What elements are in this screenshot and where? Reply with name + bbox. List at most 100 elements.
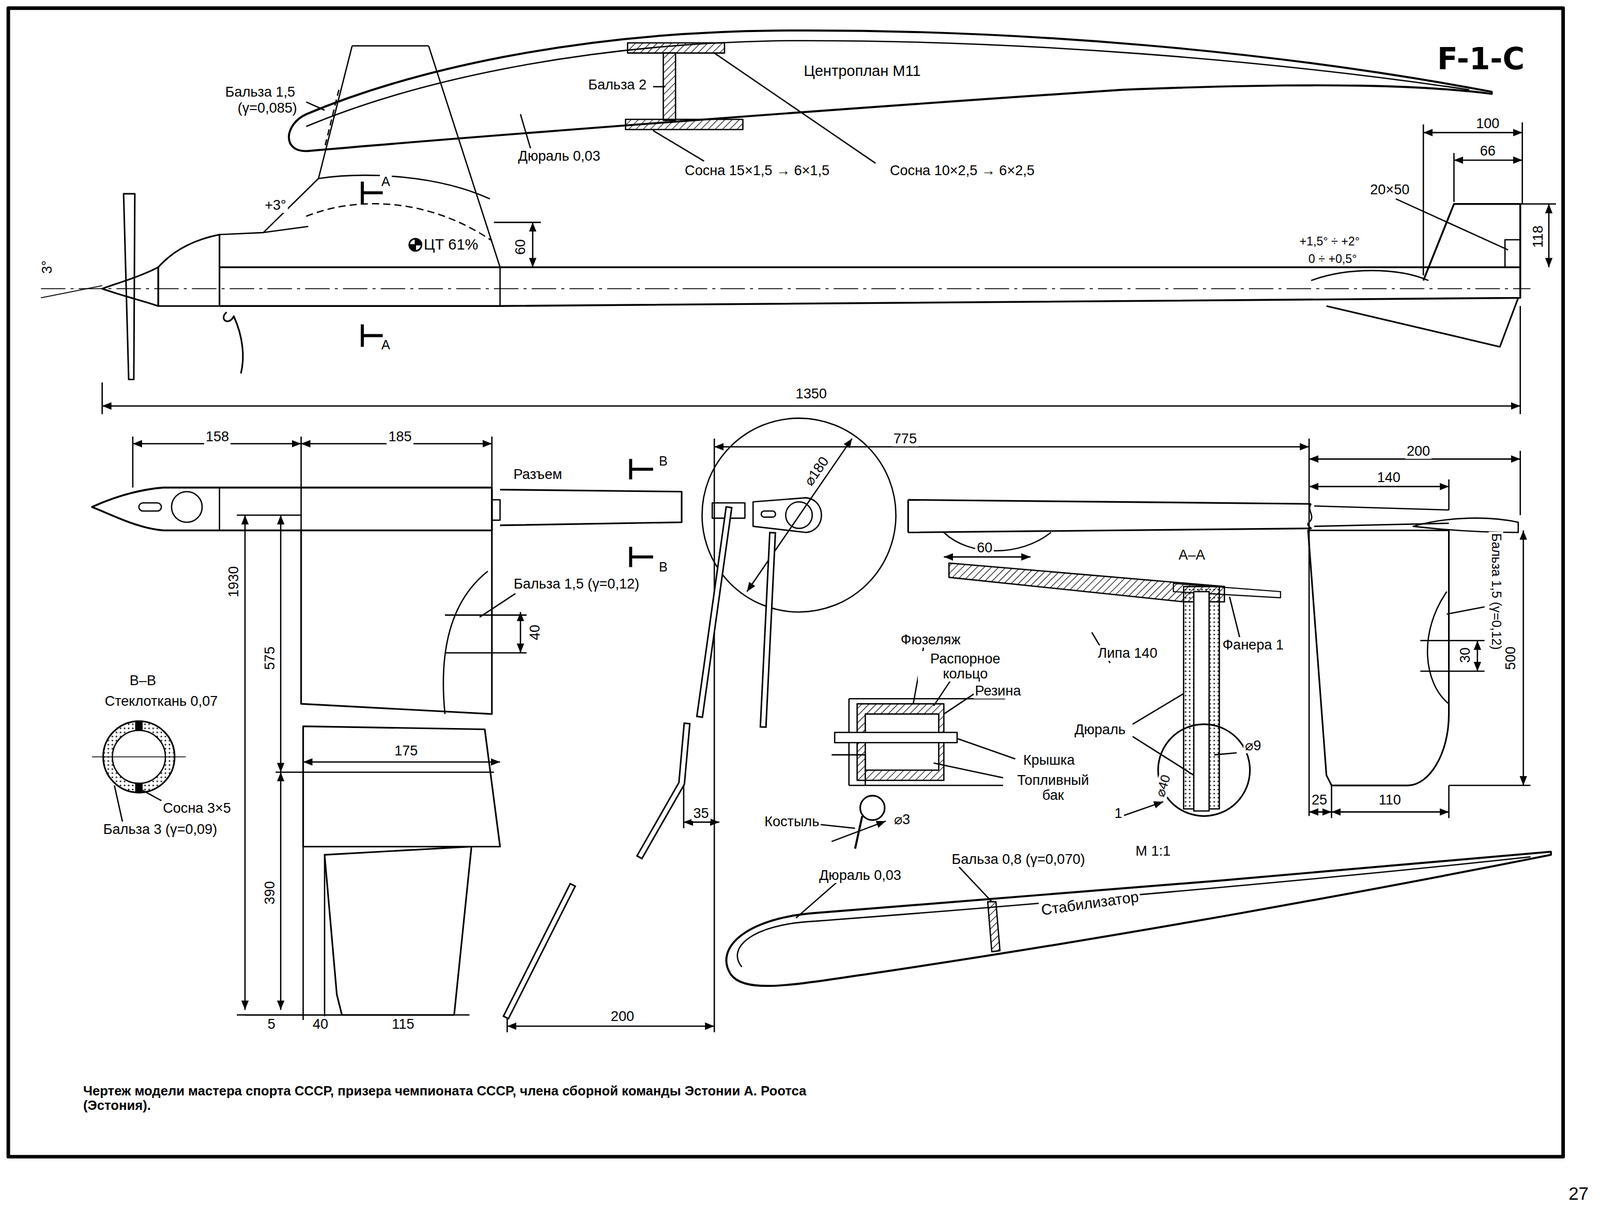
drawing-label: ЦТ 61% [422, 236, 480, 254]
drawing-label: В [657, 560, 670, 575]
drawing-label: 118 [1530, 223, 1546, 250]
joint-line [499, 267, 501, 306]
dim-line [943, 556, 1031, 559]
wing-fairing [943, 532, 1051, 551]
panel-line [303, 771, 495, 774]
drawing-label: 3° [39, 258, 55, 276]
cg-symbol [409, 238, 422, 252]
ext-line [302, 847, 304, 1021]
ext-line [236, 514, 301, 517]
drawing-label: 0 ÷ +0,5° [1306, 252, 1359, 267]
drawing-label: Бальза 2 [586, 77, 649, 93]
dim-line [519, 611, 522, 653]
dim-line [1122, 802, 1164, 817]
tank-cap [171, 491, 203, 523]
pushrod [506, 510, 773, 1015]
drawing-label: В [657, 454, 670, 469]
leader-line [520, 114, 531, 149]
ext-line [1449, 639, 1485, 642]
dim-line [1453, 159, 1522, 162]
spar-cap-bottom [625, 119, 743, 130]
fin [1423, 204, 1521, 281]
drawing-label: 110 [1377, 792, 1403, 808]
tank-shaft [834, 732, 958, 743]
drawing-label: М 1:1 [1133, 843, 1173, 859]
ext-line [101, 382, 103, 414]
ext-line [506, 1018, 509, 1033]
cg-symbol-fill [409, 238, 422, 252]
fuselage-side [219, 267, 1521, 306]
ext-line [1448, 785, 1450, 819]
drawing-label: Бальза 0,8 (γ=0,070) [950, 851, 1087, 868]
drawing-label: 390 [261, 879, 278, 906]
drawing-label: 20×50 [1368, 181, 1411, 198]
dim-line [1423, 131, 1522, 134]
drawing-label: Костыль [762, 813, 821, 830]
break-line [1308, 503, 1313, 529]
pylon-hidden-edge [324, 89, 340, 149]
ext-line [491, 652, 527, 654]
skid-wire [223, 312, 243, 374]
wing-panel-mid [303, 726, 501, 848]
drawing-label: ⌀40 [1152, 771, 1174, 800]
leader-line [479, 593, 516, 618]
ext-line [300, 436, 302, 531]
ext-line [1453, 152, 1455, 203]
drawing-label: Бальза 1,5 (γ=0,12) [1488, 531, 1504, 652]
dim-line [244, 515, 246, 1010]
ext-line [1449, 670, 1485, 673]
drawing-label: Дюраль [1072, 721, 1128, 738]
leader-line [1132, 693, 1184, 725]
drawing-label: Разъем [511, 466, 564, 483]
ext-line [1308, 438, 1311, 817]
drawing-label: 1 [1113, 805, 1125, 822]
leader-line [653, 130, 705, 162]
drawing-label: ⌀180 [800, 452, 833, 490]
drawing-label: Сосна 3×5 [161, 800, 233, 817]
rod-fill [506, 510, 773, 1015]
leader-line [653, 86, 666, 88]
wing-root-dashed [306, 203, 492, 241]
boom-tail [1314, 505, 1450, 527]
leader-line [959, 867, 992, 902]
drawing-label: 1930 [225, 564, 242, 599]
leader-line [957, 738, 1016, 759]
dim-line [1309, 811, 1332, 813]
joint-sleeve [491, 499, 501, 520]
ext-line [713, 438, 716, 1033]
boom-rear [908, 499, 1312, 533]
drawing-label: 115 [390, 1016, 416, 1033]
drawing-label: Фанера 1 [1220, 637, 1285, 653]
pylon-root [318, 175, 490, 199]
drawing-label: 40 [527, 623, 543, 642]
pine-strip [135, 721, 143, 731]
dim-line [1331, 811, 1450, 813]
dim-line [303, 761, 501, 763]
ventral-fin [1326, 297, 1519, 347]
drawing-label: 35 [691, 805, 711, 822]
drawing-label: А [379, 337, 392, 353]
wing-cutaway [443, 571, 492, 715]
drawing-label: А–А [1177, 547, 1207, 563]
drawing-label: +1,5° ÷ +2° [1297, 235, 1362, 249]
stabilizer-plan [1308, 530, 1449, 787]
dim-line [280, 515, 282, 773]
fuselage-top [91, 487, 492, 531]
section-mark [362, 181, 383, 347]
drawing-label: 100 [1474, 115, 1501, 132]
leader-line [114, 785, 123, 823]
drawing-label: 775 [891, 431, 919, 447]
dim-line [714, 445, 1310, 448]
drawing-label: Стеклоткань 0,07 [103, 693, 220, 710]
drawing-label: Дюраль 0,03 [516, 148, 603, 164]
propeller [123, 193, 135, 380]
bellcrank-slot [761, 511, 776, 518]
stabilizer-side [1311, 270, 1429, 281]
drawing-label: Бальза 1,5 [223, 84, 297, 100]
leader-line [1132, 736, 1194, 776]
drawing-label: 175 [392, 743, 420, 759]
tube-ring [1158, 724, 1251, 817]
dim-line [1522, 530, 1525, 787]
dim-line [506, 1025, 715, 1028]
